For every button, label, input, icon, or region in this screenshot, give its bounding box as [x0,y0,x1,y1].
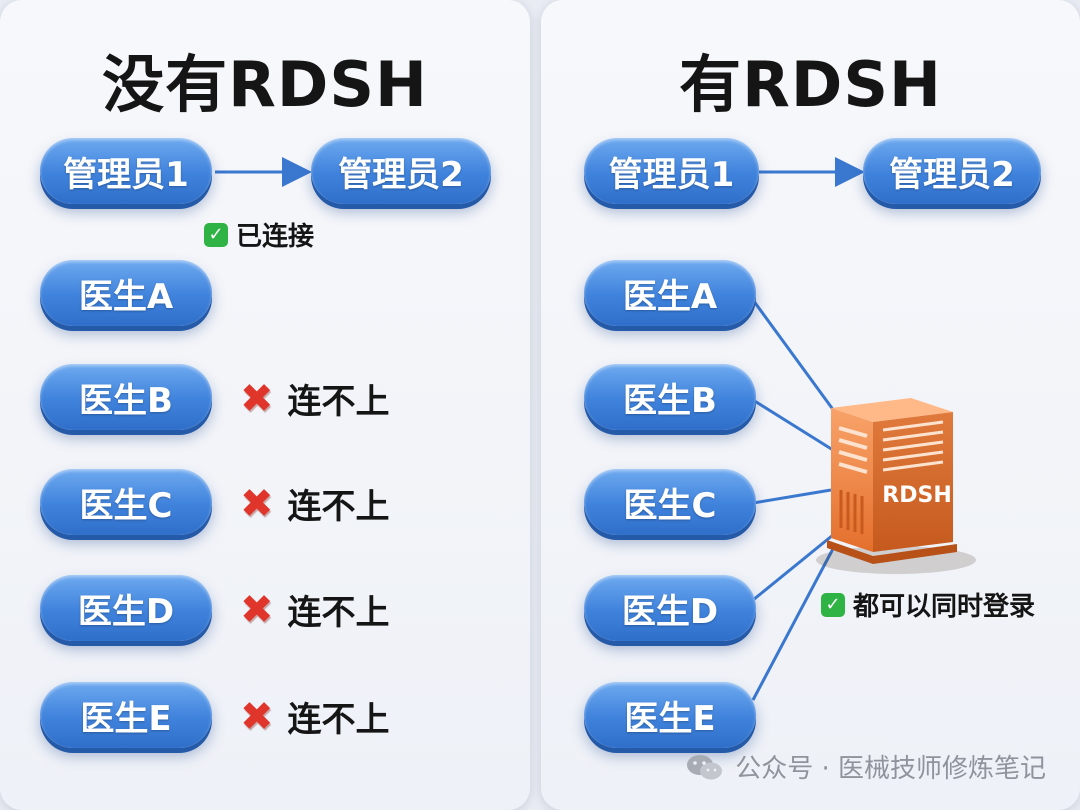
right-doctor-d: 医生D [584,575,756,641]
panel-with-rdsh: 有RDSH [541,0,1080,810]
check-icon: ✓ [821,592,845,617]
left-doctor-a: 医生A [40,260,212,326]
doctor-e-status: ✖ 连不上 [240,692,390,741]
link-doctor-a [751,299,839,416]
doctor-c-status: ✖ 连不上 [240,479,390,528]
left-admin-2: 管理员2 [311,138,491,204]
rdsh-login-status: ✓ 都可以同时登录 [821,586,1035,623]
watermark-text: 公众号 · 医械技师修炼笔记 [735,754,1046,784]
server-icon [816,398,976,574]
link-doctor-c [752,488,832,505]
rdsh-status-label: 都可以同时登录 [853,592,1036,622]
title-with-rdsh: 有RDSH [679,48,942,121]
right-doctor-b: 医生B [584,364,756,430]
doctor-b-status-label: 连不上 [287,382,390,422]
right-admin-2: 管理员2 [863,138,1041,204]
doctor-d-status: ✖ 连不上 [240,585,390,634]
left-doctor-e: 医生E [40,682,212,748]
left-doctor-d: 医生D [40,575,212,641]
left-admin-1: 管理员1 [40,138,212,204]
watermark: 公众号 · 医械技师修炼笔记 [685,748,1046,785]
cross-icon: ✖ [240,480,274,527]
left-doctor-b: 医生B [40,364,212,430]
doctor-d-status-label: 连不上 [287,593,390,633]
cross-icon: ✖ [240,586,274,633]
left-doctor-c: 医生C [40,469,212,535]
right-doctor-e: 医生E [584,682,756,748]
wechat-icon [687,754,723,779]
doctor-e-status-label: 连不上 [287,700,390,740]
check-icon: ✓ [204,222,228,247]
title-without-rdsh: 没有RDSH [102,48,428,121]
admin-connected-status: ✓ 已连接 [204,216,314,253]
cross-icon: ✖ [240,693,274,740]
panel-without-rdsh: 没有RDSH 管理员1 管理员2 ✓ 已连接 医生A 医生B 医生C 医生D 医… [0,0,530,810]
link-doctor-b [752,398,834,452]
doctor-c-status-label: 连不上 [287,487,390,527]
right-doctor-c: 医生C [584,469,756,535]
server-label: RDSH [882,483,951,508]
cross-icon: ✖ [240,375,274,422]
right-doctor-a: 医生A [584,260,756,326]
right-admin-1: 管理员1 [584,138,759,204]
admin-status-label: 已连接 [236,222,315,252]
doctor-b-status: ✖ 连不上 [240,374,390,423]
